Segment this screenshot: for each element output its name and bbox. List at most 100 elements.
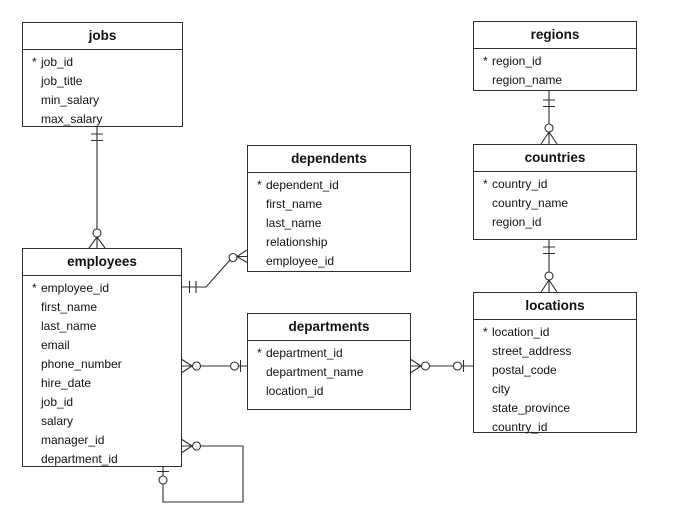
- field-row: phone_number: [32, 355, 177, 374]
- field-row: salary: [32, 412, 177, 431]
- primary-key-marker: [32, 72, 41, 91]
- primary-key-marker: *: [32, 55, 37, 69]
- field-name: max_salary: [41, 112, 103, 126]
- field-name: job_title: [41, 74, 83, 88]
- field-name: region_name: [492, 73, 563, 87]
- field-name: phone_number: [41, 357, 122, 371]
- field-row: last_name: [257, 214, 406, 233]
- primary-key-marker: [483, 342, 492, 361]
- entity-departments: departments *department_id department_nam…: [247, 313, 411, 410]
- entity-countries-title: countries: [474, 145, 636, 172]
- cardinality-one-symbol: [157, 467, 169, 476]
- connector-employees-dependents: [182, 249, 248, 293]
- field-row: first_name: [257, 195, 406, 214]
- field-row: region_name: [483, 71, 632, 90]
- field-row: job_title: [32, 72, 178, 91]
- field-name: job_id: [41, 395, 74, 409]
- field-name: department_id: [41, 452, 118, 466]
- primary-key-marker: *: [32, 281, 37, 295]
- field-name: first_name: [266, 197, 323, 211]
- cardinality-zero-symbol: [420, 361, 431, 371]
- primary-key-marker: [483, 213, 492, 232]
- field-row: *department_id: [257, 344, 406, 363]
- connector-employees-self-manager: [157, 439, 244, 503]
- field-row: country_id: [483, 418, 632, 437]
- primary-key-marker: [483, 399, 492, 418]
- field-name: job_id: [41, 55, 74, 69]
- primary-key-marker: [32, 110, 41, 129]
- entity-locations-title: locations: [474, 293, 636, 320]
- cardinality-zero-symbol: [452, 361, 463, 371]
- cardinality-one-symbol: [543, 99, 555, 108]
- field-row: department_name: [257, 363, 406, 382]
- field-row: city: [483, 380, 632, 399]
- field-name: country_name: [492, 196, 569, 210]
- entity-dependents-fields: *dependent_id first_name last_name relation…: [248, 173, 410, 271]
- cardinality-one-symbol: [91, 133, 103, 142]
- field-name: hire_date: [41, 376, 92, 390]
- entity-regions-fields: *region_id region_name: [474, 49, 636, 90]
- primary-key-marker: [32, 91, 41, 110]
- field-name: city: [492, 382, 510, 396]
- cardinality-zero-symbol: [544, 271, 554, 281]
- primary-key-marker: *: [483, 325, 488, 339]
- field-row: * job_id: [32, 53, 178, 72]
- primary-key-marker: [32, 298, 41, 317]
- field-row: manager_id: [32, 431, 177, 450]
- crows-foot-many-symbol: [181, 359, 193, 373]
- primary-key-marker: [483, 194, 492, 213]
- field-name: region_id: [492, 215, 542, 229]
- entity-regions-title: regions: [474, 22, 636, 49]
- cardinality-zero-symbol: [544, 123, 554, 133]
- field-name: country_id: [492, 177, 548, 191]
- primary-key-marker: [32, 450, 41, 469]
- cardinality-one-symbol: [461, 360, 473, 372]
- field-name: employee_id: [266, 254, 335, 268]
- connector-employees-departments: [181, 359, 247, 373]
- field-name: manager_id: [41, 433, 105, 447]
- field-name: department_name: [266, 365, 364, 379]
- field-row: state_province: [483, 399, 632, 418]
- field-row: job_id: [32, 393, 177, 412]
- primary-key-marker: [32, 355, 41, 374]
- entity-departments-title: departments: [248, 314, 410, 341]
- primary-key-marker: [32, 317, 41, 336]
- field-name: postal_code: [492, 363, 557, 377]
- field-row: department_id: [32, 450, 177, 469]
- connector-regions-countries: [540, 91, 558, 145]
- field-row: email: [32, 336, 177, 355]
- field-row: hire_date: [32, 374, 177, 393]
- entity-countries-fields: * country_id country_name region_id: [474, 172, 636, 232]
- primary-key-marker: [257, 382, 266, 401]
- primary-key-marker: *: [483, 177, 488, 191]
- primary-key-marker: [483, 380, 492, 399]
- field-row: *dependent_id: [257, 176, 406, 195]
- crows-foot-many-symbol: [88, 236, 106, 249]
- primary-key-marker: [257, 195, 266, 214]
- cardinality-zero-symbol: [229, 361, 240, 371]
- cardinality-zero-symbol: [228, 252, 238, 263]
- primary-key-marker: [32, 336, 41, 355]
- field-name: salary: [41, 414, 74, 428]
- field-row: postal_code: [483, 361, 632, 380]
- primary-key-marker: [257, 363, 266, 382]
- field-name: relationship: [266, 235, 328, 249]
- field-row: *region_id: [483, 52, 632, 71]
- relationship-line: [162, 445, 244, 503]
- field-row: employee_id: [257, 252, 406, 271]
- cardinality-zero-symbol: [158, 475, 168, 485]
- field-name: country_id: [492, 420, 548, 434]
- field-row: *location_id: [483, 323, 632, 342]
- primary-key-marker: [257, 252, 266, 271]
- entity-regions: regions *region_id region_name: [473, 21, 637, 91]
- field-row: location_id: [257, 382, 406, 401]
- field-name: last_name: [41, 319, 97, 333]
- field-name: dependent_id: [266, 178, 339, 192]
- crows-foot-many-symbol: [181, 439, 193, 453]
